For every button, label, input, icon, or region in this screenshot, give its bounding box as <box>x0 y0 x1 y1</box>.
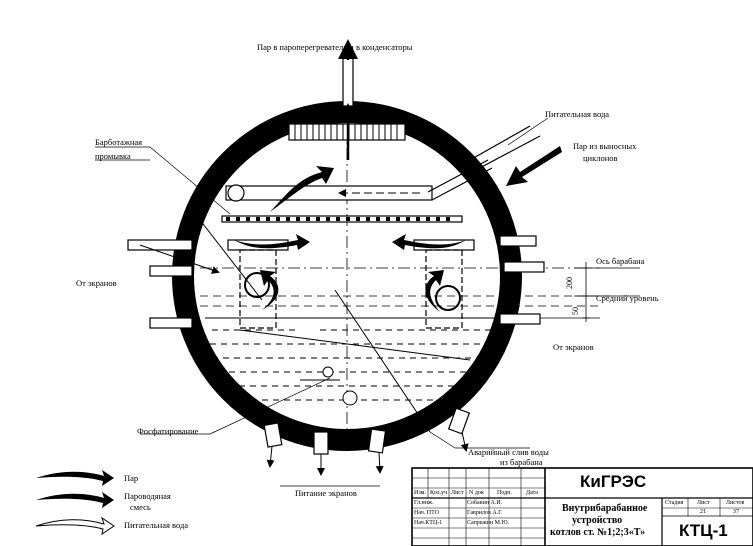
stamp-val-list: 21 <box>700 509 706 515</box>
label-from-screens-left: От экранов <box>76 278 117 288</box>
stamp-hdr-kol: Кол.уч <box>430 490 448 496</box>
label-remote-cyclones-1: Пар из выносных <box>573 141 637 151</box>
stamp-row3-role: Нач.КТЦ-1 <box>414 520 443 526</box>
label-remote-cyclones-2: циклонов <box>583 153 618 163</box>
stamp-col-list: Лист <box>697 500 710 506</box>
label-bubbling-2: промывка <box>95 151 131 161</box>
label-dim-200: 200 <box>565 277 574 289</box>
stamp-hdr-ndok: N док <box>469 490 484 496</box>
label-from-screens-right: От экранов <box>553 342 594 352</box>
legend-mixture-2: смесь <box>130 502 151 512</box>
screen-risers <box>127 235 545 329</box>
stamp-org: КиГРЭС <box>580 472 647 491</box>
feed-water-pipe <box>225 159 493 202</box>
label-average-level: Средний уровень <box>596 293 659 303</box>
stamp-grid <box>411 467 753 546</box>
legend-feed-water: Питательная вода <box>124 520 189 530</box>
label-bubbling-1: Барботажная <box>95 137 143 147</box>
stamp-code: КТЦ-1 <box>679 521 728 540</box>
stamp-title-1: Внутрибарабанное <box>562 503 648 514</box>
legend-mixture-1: Пароводяная <box>124 491 171 501</box>
stamp-row3-name: Сапрыкин М.Ю. <box>467 520 510 526</box>
label-drum-axis: Ось барабана <box>596 256 645 266</box>
label-steam-out: Пар в пароперегреватель и в конденсаторы <box>257 42 413 52</box>
stamp-title-2: устройство <box>572 515 623 526</box>
cyclone-left <box>227 239 289 329</box>
stamp-val-listov: 37 <box>733 509 739 515</box>
stamp-row1-role: Гл.инж. <box>414 500 434 506</box>
stamp-hdr-list: Лист <box>451 490 464 496</box>
stamp-col-listov: Листов <box>726 500 745 506</box>
label-dim-50: 50 <box>571 307 580 315</box>
label-phosphating: Фосфатирование <box>137 426 199 436</box>
legend-arrows <box>35 470 115 536</box>
stamp-hdr-data: Дата <box>526 490 538 496</box>
label-emergency-drain-2: из барабана <box>500 457 543 467</box>
label-feed-water: Питательная вода <box>545 109 610 119</box>
stamp-col-stadia: Стадия <box>665 500 684 506</box>
stamp-hdr-izm: Изм. <box>414 490 426 496</box>
downcomers <box>263 407 471 455</box>
stamp-row2-name: Гаврилов А.Г. <box>467 510 503 516</box>
cyclone-right <box>413 239 475 329</box>
label-emergency-drain-1: Аварийный слив воды <box>468 447 549 457</box>
stamp-hdr-podp: Подп. <box>497 490 512 496</box>
bubbling-sheet <box>221 215 463 223</box>
label-screen-feed: Питание экранов <box>295 488 357 498</box>
stamp-row1-name: Собакин А.И. <box>467 500 503 506</box>
stamp-row2-role: Нач. ПТО <box>414 510 440 516</box>
stamp-title-3: котлов ст. №1;2;3«Т» <box>550 527 646 538</box>
legend-steam: Пар <box>124 473 139 483</box>
